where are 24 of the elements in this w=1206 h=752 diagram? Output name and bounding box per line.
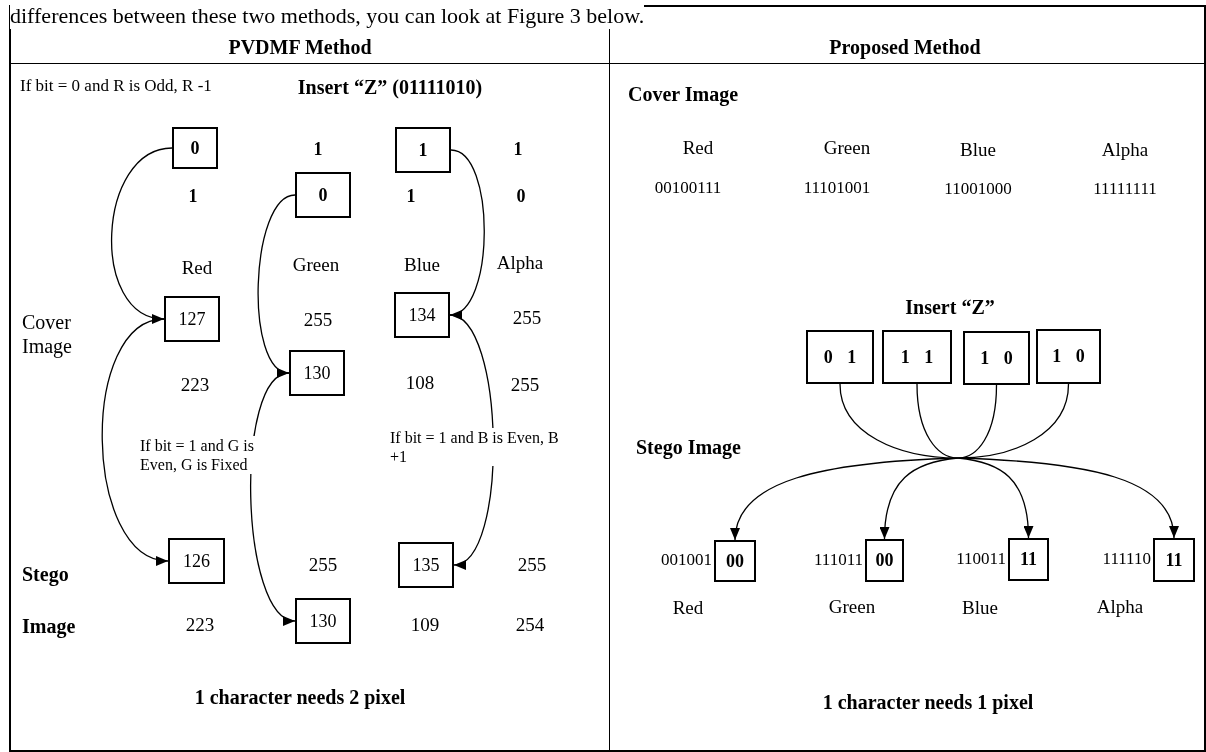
bit-box: 0	[295, 172, 351, 218]
arrow	[449, 149, 485, 317]
bit-box: 126	[168, 538, 225, 584]
bit-box: 11	[1008, 538, 1049, 581]
bit-box: 1 0	[1036, 329, 1101, 384]
bit-box: 00	[865, 539, 904, 582]
bit-box: 135	[398, 542, 454, 588]
bit-box: 00	[714, 540, 756, 582]
arrow	[111, 147, 173, 322]
bit-box: 11	[1153, 538, 1195, 582]
annotation-text: If bit = 1 and B is Even, B +1	[390, 428, 560, 467]
arrow	[101, 318, 169, 563]
bit-box: 1	[395, 127, 451, 173]
bit-box: 0 1	[806, 330, 874, 384]
arrow	[957, 383, 1178, 539]
arrow	[880, 383, 959, 540]
body-text: differences between these two methods, you can look at Figure 3 below.	[10, 3, 645, 30]
bit-box: 134	[394, 292, 450, 338]
bit-box: 1 0	[963, 331, 1030, 385]
bit-box: 0	[172, 127, 218, 169]
bit-box: 1 1	[882, 330, 952, 384]
bit-box: 130	[295, 598, 351, 644]
bit-box: 130	[289, 350, 345, 396]
bit-box: 127	[164, 296, 220, 342]
